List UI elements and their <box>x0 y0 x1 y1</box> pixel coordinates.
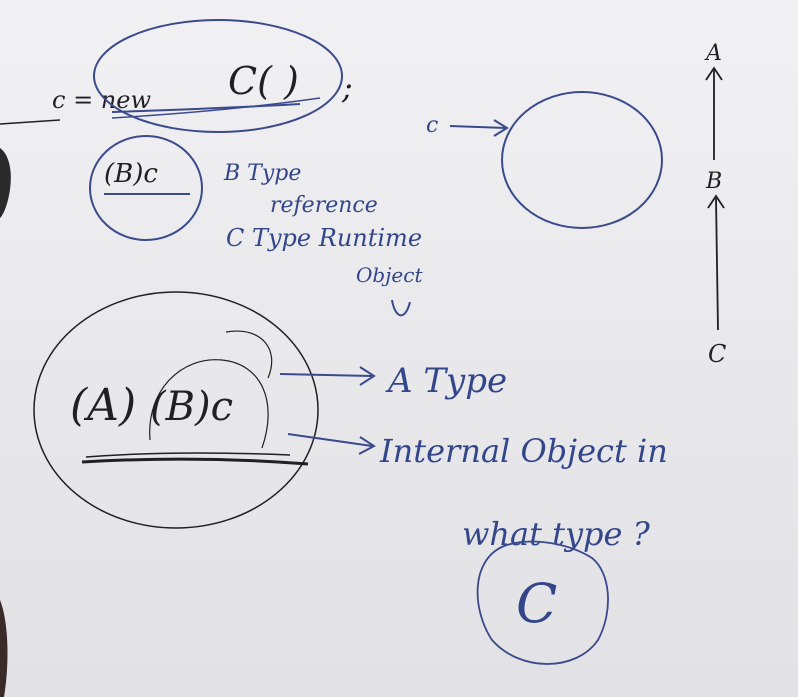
edge-smudge <box>0 148 11 218</box>
hierarchy-line-bc <box>715 197 719 331</box>
hierarchy-arrow-b <box>707 194 725 209</box>
circle-cast-b <box>89 135 203 241</box>
label-what-type: what type ? <box>462 515 651 553</box>
hierarchy-a: A <box>704 41 722 66</box>
label-internal-object: Internal Object in <box>379 432 668 470</box>
arrow-internal-line <box>287 433 373 447</box>
answer-c: C <box>516 572 557 635</box>
double-cast-underline <box>81 457 309 466</box>
hierarchy-b: B <box>705 169 722 194</box>
double-cast-outer: (A) <box>70 380 136 431</box>
object-circle <box>501 91 663 229</box>
hierarchy-arrow-a <box>705 66 723 81</box>
ref-arrow-head <box>493 119 509 137</box>
arrow-internal-head <box>358 436 376 455</box>
edge-smudge-bottom <box>0 600 8 697</box>
circle-new-object <box>93 19 343 133</box>
note-down-arrow <box>391 299 411 317</box>
underline-new-2 <box>111 97 321 119</box>
ref-label-c: c <box>426 113 438 138</box>
note-reference: reference <box>270 193 378 218</box>
note-object: Object <box>356 263 423 287</box>
code-constructor: C( ) <box>228 59 299 103</box>
hierarchy-c: C <box>708 340 726 368</box>
inner-circle-arc <box>149 359 269 449</box>
cast-b-text: (B)c <box>104 159 158 189</box>
double-cast-underline-2 <box>85 452 291 458</box>
arrow-a-type-line <box>279 373 373 377</box>
big-circle <box>33 291 319 529</box>
label-a-type: A Type <box>385 361 507 401</box>
underline-new <box>111 103 301 113</box>
note-c-type-runtime: C Type Runtime <box>226 224 422 252</box>
note-b-type: B Type <box>223 161 301 186</box>
double-cast-inner: (B)c <box>150 384 233 430</box>
arrow-a-type-head <box>359 366 376 386</box>
stray-line <box>0 119 61 125</box>
inner-arc-top <box>225 330 273 379</box>
code-assignment: c = new <box>52 86 151 114</box>
code-semicolon: ; <box>341 68 353 106</box>
answer-blob <box>476 540 609 665</box>
ref-arrow-line <box>449 125 507 129</box>
